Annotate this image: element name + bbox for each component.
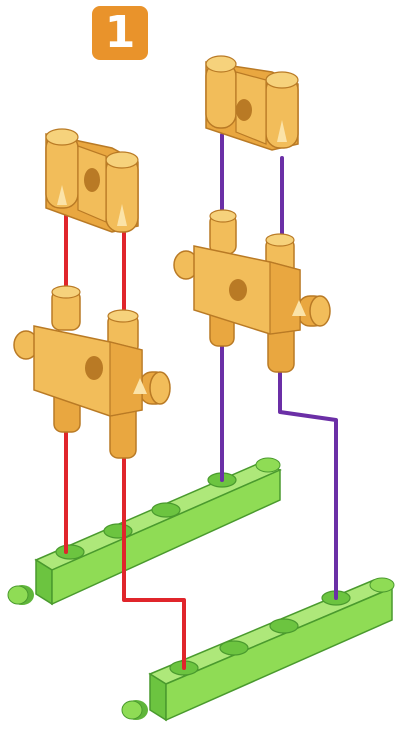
purple-guide-line-4 [278,370,338,600]
step-number-badge: 1 [92,6,148,60]
guide-lines [64,133,338,670]
top-clip-left [45,128,139,233]
green-rod-upper [7,457,282,606]
top-clip-right [205,55,299,151]
cross-block-left [13,285,171,459]
green-rod-lower [121,577,395,722]
red-guide-line-4 [122,456,186,670]
cross-block-right [173,209,331,373]
